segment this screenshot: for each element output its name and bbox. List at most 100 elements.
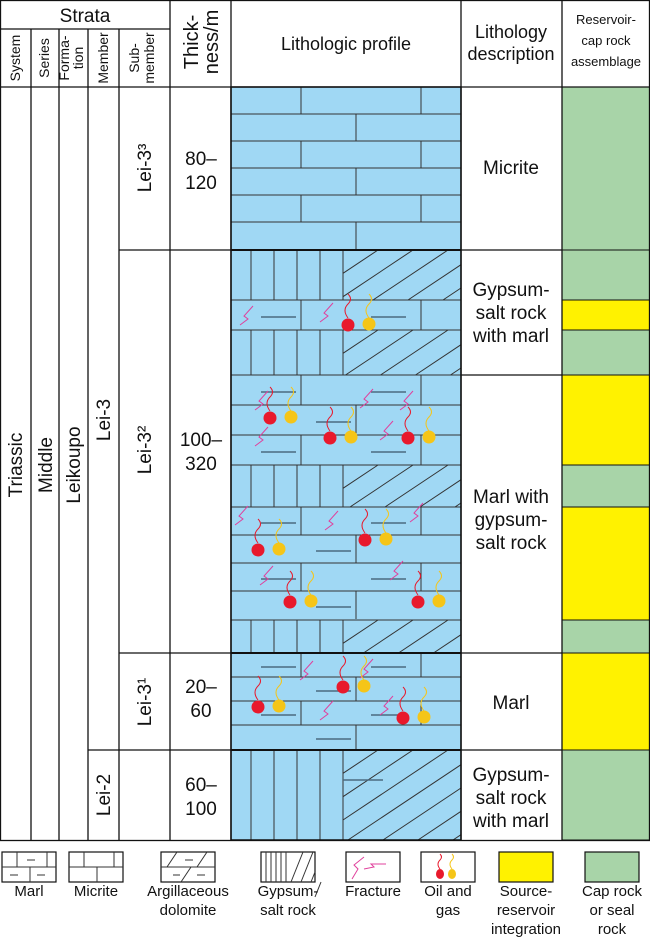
dolomite-hatch [382, 787, 462, 841]
gas-tail [287, 386, 294, 412]
legend-label: Argillaceous [147, 883, 229, 900]
assemblage-source [561, 299, 650, 331]
submember-header-line: member [141, 32, 157, 84]
oil-tail [399, 686, 406, 712]
oil-tail [344, 293, 351, 319]
oil-dot [341, 318, 355, 332]
dolomite-hatch [450, 367, 462, 376]
assemblage-source [561, 652, 650, 751]
assemblage-source [561, 374, 650, 466]
formation-header: Forma- tion [56, 35, 86, 80]
member-lei3: Lei-3 [94, 399, 115, 441]
oil-tail [339, 655, 346, 681]
dolomite-hatch [433, 634, 462, 654]
oil-dot [411, 595, 425, 609]
gas-dot [362, 317, 376, 331]
pattern-line [310, 871, 316, 883]
table-grid [0, 0, 650, 842]
oil-gas-icon [396, 686, 431, 725]
description-text: salt rock [476, 788, 547, 809]
legend-label: Micrite [74, 883, 118, 900]
member-lei2: Lei-2 [94, 774, 115, 816]
description-text: salt rock [476, 303, 547, 324]
dolomite-hatch [347, 764, 462, 841]
assemblage-cap [561, 749, 650, 841]
submember-lei3-3: Lei-3³ [135, 144, 156, 193]
assemblage-header: Reservoir- cap rock assemblage [571, 12, 641, 69]
dolomite-hatch [342, 749, 449, 821]
pattern-line [290, 851, 304, 883]
fracture-icon [324, 510, 339, 531]
fracture-icon [234, 505, 249, 526]
oil-gas-icon [263, 386, 298, 425]
legend-item-cap: Cap rock or seal rock [582, 851, 643, 938]
dolomite-hatch [345, 329, 414, 376]
gas-dot [417, 710, 431, 724]
assemblage-source [561, 506, 650, 621]
dolomite-hatch [380, 329, 449, 376]
legend-label: Cap rock [582, 883, 643, 900]
gas-dot [422, 430, 436, 444]
gas-dot [272, 542, 286, 556]
cap-swatch-icon [584, 851, 640, 883]
assemblage-header-line: assemblage [571, 54, 641, 69]
description-text: gypsum- [475, 510, 548, 531]
fracture-icon [379, 420, 394, 441]
legend-label: rock [598, 921, 627, 938]
description-text: Gypsum- [472, 280, 549, 301]
pattern-line [180, 866, 192, 883]
dolomite-hatch [342, 749, 414, 798]
description-text: Micrite [483, 158, 539, 179]
fracture-icon [379, 695, 394, 716]
strata-header: Strata [60, 6, 111, 27]
legend-label: or seal [589, 902, 634, 919]
dolomite-hatch [342, 749, 379, 774]
pattern-line [166, 851, 178, 868]
gas-tail [360, 655, 367, 681]
system-header: System [7, 35, 23, 82]
legend-label: dolomite [160, 902, 217, 919]
gas-dot [379, 532, 393, 546]
assemblage-cap [561, 619, 650, 654]
dolomite-hatch [417, 810, 462, 841]
legend-label: gas [436, 902, 460, 919]
gas-tail [275, 518, 282, 544]
oil-gas-icon [411, 570, 446, 609]
fracture-icon [319, 700, 334, 721]
fracture-icon [299, 660, 314, 681]
legend-label: salt rock [260, 902, 316, 919]
dolomite-hatch [454, 502, 462, 508]
dolomite-hatch [442, 287, 462, 301]
oil-tail [437, 853, 442, 870]
gas-dot [357, 679, 371, 693]
fracture-icon [259, 565, 274, 586]
oil-gas-icon [358, 508, 393, 547]
assemblage-cap [561, 329, 650, 376]
oil-dot [283, 595, 297, 609]
oil-dot [251, 700, 265, 714]
system-value: Triassic [6, 433, 27, 498]
dolomite-hatch [452, 834, 462, 841]
dolomite-hatch [407, 264, 462, 301]
submember-header-line: Sub- [126, 43, 142, 73]
thickness-value: 320 [185, 454, 217, 475]
thickness-value: 120 [185, 173, 217, 194]
pattern-line [314, 881, 322, 898]
series-value: Middle [36, 437, 57, 493]
formation-value: Leikoupo [64, 426, 85, 503]
oil-tail [266, 386, 273, 412]
gas-dot [272, 699, 286, 713]
assemblage-header-line: Reservoir- [576, 12, 636, 27]
lithology-descriptions: Micrite Gypsum- salt rock with marl Marl… [472, 158, 550, 832]
thickness-header: Thick- ness/m [181, 10, 223, 74]
assemblage-cap [561, 464, 650, 508]
fracture-icon [351, 856, 386, 880]
thickness-values: 80– 120 100– 320 20– 60 60– 100 [180, 149, 223, 820]
formation-header-line: Forma- [56, 35, 72, 80]
assemblage-cap [561, 86, 650, 251]
oil-gas-icon [336, 655, 371, 694]
dolomite-hatch [419, 479, 462, 508]
oil-dot [251, 543, 265, 557]
